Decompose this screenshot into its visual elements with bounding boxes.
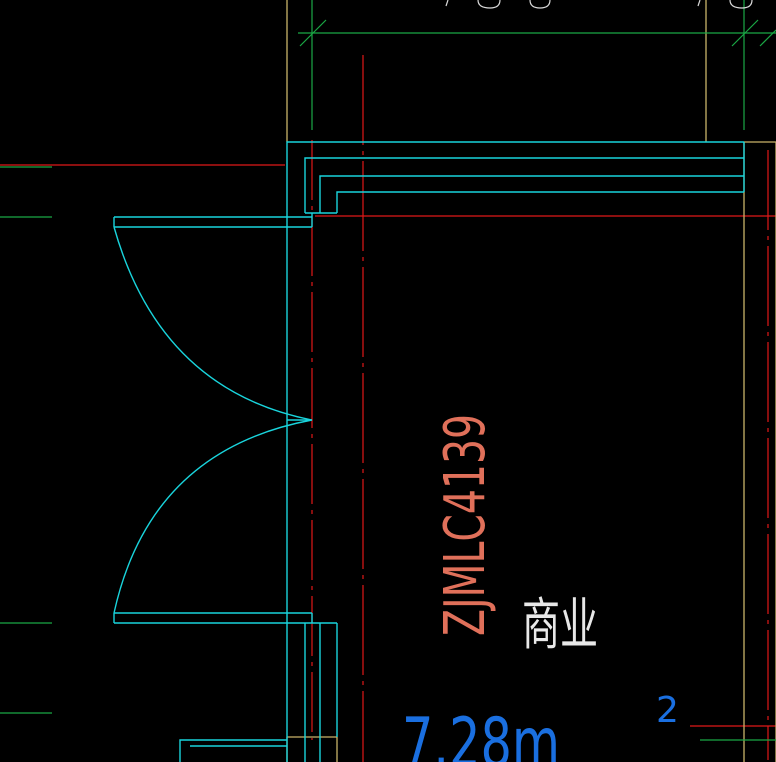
dim-glyph-fragment-2 <box>477 0 501 9</box>
wall-outer-top <box>286 141 744 762</box>
dim-tick-2 <box>731 19 759 47</box>
room-area-superscript: 2 <box>656 690 679 731</box>
dim-tick-1 <box>299 19 327 47</box>
window-tag-label: ZJMLC4139 <box>433 414 498 636</box>
door-swing-arc-upper <box>113 226 313 421</box>
dim-glyph-fragment-3 <box>529 0 551 9</box>
dim-tick-3 <box>759 29 776 47</box>
fixture-outline <box>179 739 287 762</box>
door-swing-arc-lower <box>113 419 313 614</box>
dim-glyph-fragment-4 <box>697 0 701 7</box>
dim-glyph-fragment-1 <box>445 0 449 7</box>
wall-layer-4 <box>336 191 744 213</box>
dim-glyph-fragment-5 <box>729 0 753 9</box>
wall-layer-3 <box>319 175 744 213</box>
axis-lines-group <box>0 55 776 762</box>
wall-lines-group <box>113 141 745 762</box>
dimension-lines-group <box>0 0 776 741</box>
top-dimension-text-fragments <box>445 0 753 9</box>
wall-layer-2 <box>304 157 744 213</box>
room-area-value: 7.28m <box>402 704 560 762</box>
room-name-label: 商业 <box>522 593 598 658</box>
